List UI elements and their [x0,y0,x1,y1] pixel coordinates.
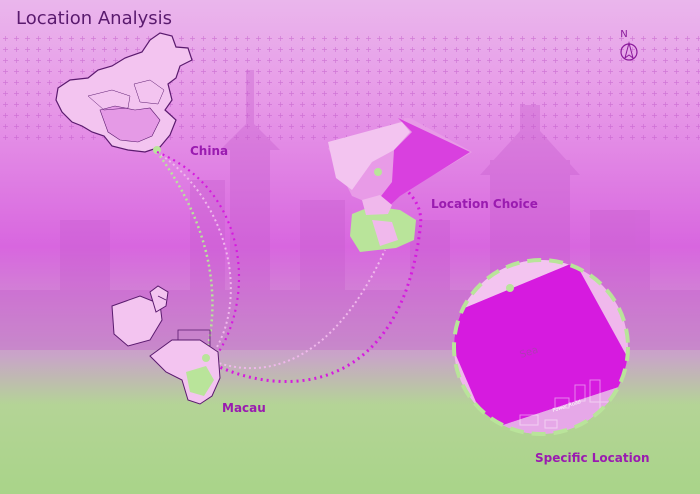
macau-map [111,285,221,405]
china-map [55,32,193,153]
label-china: China [190,144,228,158]
location-choice-map [328,118,472,252]
north-arrow-icon: N [620,29,638,61]
label-specific-location: Specific Location [535,451,650,465]
label-macau: Macau [222,401,266,415]
location-choice-marker [374,168,382,176]
svg-text:N: N [620,29,627,40]
macau-marker [202,354,210,362]
label-location-choice: Location Choice [431,197,538,211]
label-sea: Sea [519,345,540,361]
connection-paths [155,150,423,383]
page-title: Location Analysis [16,8,172,29]
